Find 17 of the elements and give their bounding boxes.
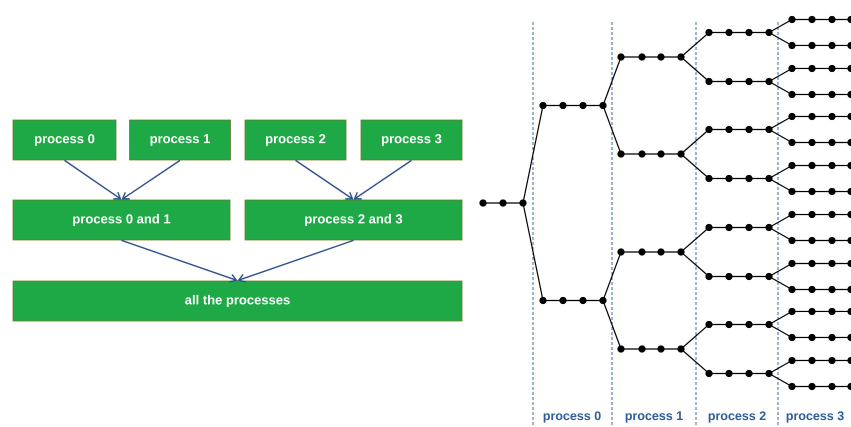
process-box: process 1 [129,120,231,160]
arrow [295,160,354,200]
column-label: process 0 [544,411,601,423]
arrow [64,160,122,200]
arrow [121,240,238,283]
process-box: all the processes [12,280,462,322]
process-box: process 2 [244,120,346,160]
arrow [122,160,180,200]
process-box: process 3 [360,120,462,160]
column-label: process 2 [708,411,766,423]
column-label: process 3 [786,411,844,423]
arrow [238,240,354,283]
column-label: process 1 [626,411,683,423]
process-box: process 0 [12,120,116,160]
process-box: process 0 and 1 [12,200,230,240]
arrow [354,160,412,200]
process-box: process 2 and 3 [244,200,462,240]
